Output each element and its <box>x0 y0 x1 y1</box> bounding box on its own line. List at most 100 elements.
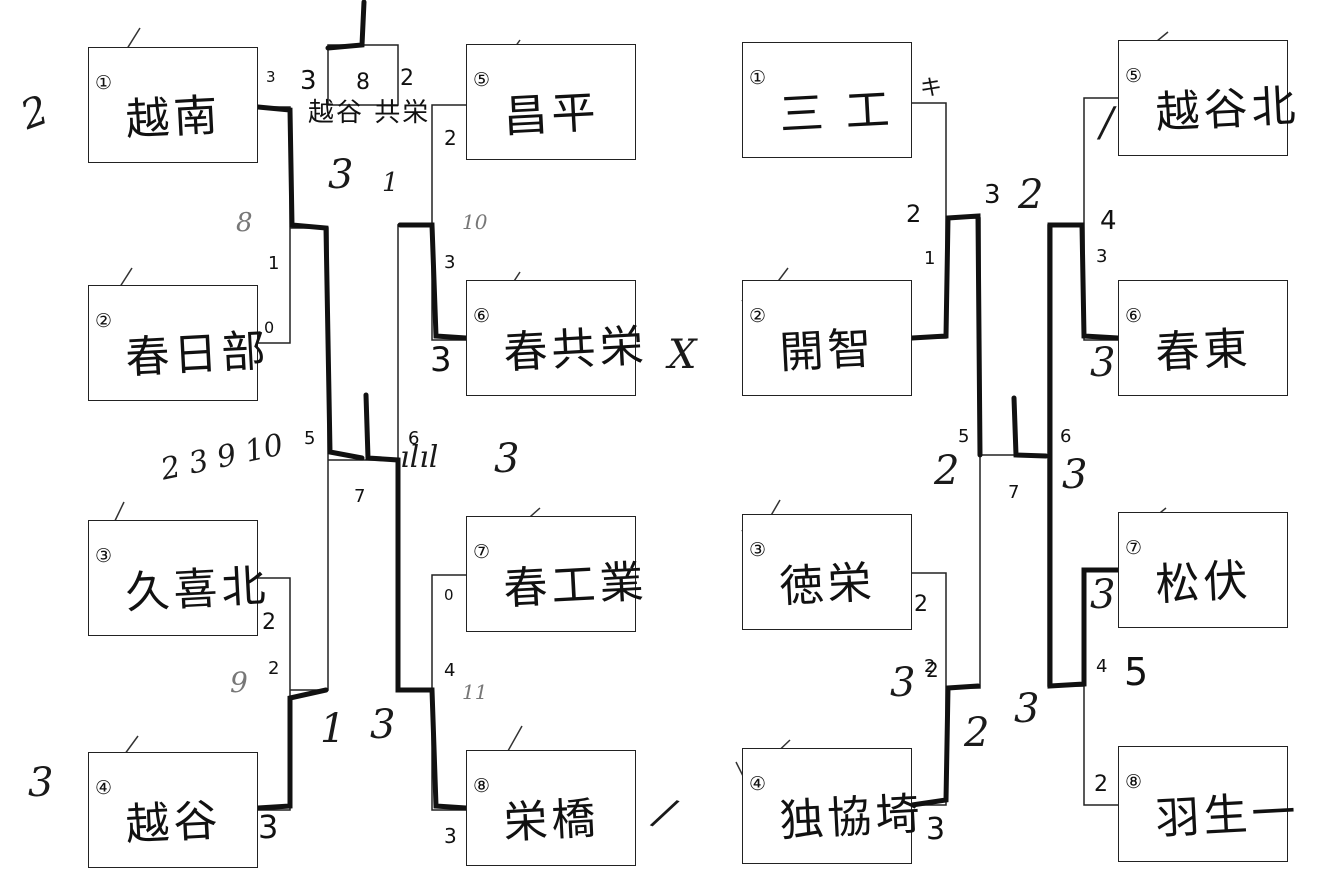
handwritten-mark: ılıl <box>400 440 439 475</box>
seed-number: ⑥ <box>1125 305 1143 327</box>
seed-number: ⑥ <box>473 305 491 327</box>
match-number: 7 <box>1008 482 1020 503</box>
seed-number: ⑧ <box>1125 771 1143 793</box>
match-number: 4 <box>1096 656 1108 677</box>
seed-number: ② <box>95 310 113 332</box>
score: 2 <box>914 592 928 617</box>
score: 3 <box>430 340 452 380</box>
team-box-right-4: ④ 独協埼 <box>742 748 925 864</box>
score: キ <box>920 76 943 101</box>
handwritten-mark: 3 <box>370 702 396 748</box>
match-number: 7 <box>354 486 366 507</box>
score: 0 <box>264 318 275 337</box>
handwritten-mark: 2 <box>934 448 960 494</box>
bracket-line <box>258 577 291 690</box>
handwritten-mark: 2 <box>1018 172 1044 218</box>
winner-path <box>397 222 469 341</box>
seed-number: ⑤ <box>473 69 491 91</box>
winner-path <box>255 104 365 461</box>
bracket-line <box>258 106 291 228</box>
score: 2 <box>444 126 457 150</box>
winner-path <box>325 0 367 51</box>
match-number: 4 <box>444 660 456 681</box>
bracket-line <box>1047 224 1084 455</box>
handwritten-mark: 10 <box>462 210 488 234</box>
team-box-right-5: ⑤ 越谷北 <box>1118 40 1301 156</box>
team-name: 越南 <box>124 90 223 147</box>
bracket-line <box>912 218 947 339</box>
bracket-line <box>1083 686 1118 806</box>
handwritten-mark: 3 <box>328 152 354 198</box>
bracket-line <box>258 690 291 811</box>
handwritten-mark: 2 <box>964 710 990 756</box>
bracket-line <box>290 460 329 691</box>
team-box-left-2: ② 春日部 <box>88 285 271 401</box>
winner-path <box>363 392 469 811</box>
team-name: 徳栄 <box>778 557 877 614</box>
bracket-line <box>1083 225 1118 341</box>
seed-number: ③ <box>95 545 113 567</box>
handwritten-mark: 9 <box>230 666 248 699</box>
team-name: 開智 <box>778 323 877 380</box>
team-box-right-7: ⑦ 松伏 <box>1118 512 1288 628</box>
seed-number: ③ <box>749 539 767 561</box>
bracket-line <box>912 102 947 218</box>
match-number: 5 <box>958 426 970 447</box>
handwritten-mark: 8 <box>236 208 253 238</box>
score: 3 <box>266 68 276 86</box>
seed-number: ② <box>749 305 767 327</box>
match-number: 2 <box>924 656 936 677</box>
score: 3 <box>926 812 946 847</box>
handwritten-mark: 1 <box>320 706 346 752</box>
score: 3 <box>984 180 1001 210</box>
match-number: 3 <box>1096 246 1108 267</box>
team-box-left-6: ⑥ 春共栄 <box>466 280 649 396</box>
team-box-right-1: ① 三 工 <box>742 42 912 158</box>
bracket-line <box>1083 97 1118 225</box>
team-name: 羽生一 <box>1154 786 1301 846</box>
seed-number: ⑦ <box>473 541 491 563</box>
team-name: 春共栄 <box>502 320 649 380</box>
handwritten-mark: 1 <box>382 168 399 198</box>
team-name: 越谷北 <box>1154 80 1301 140</box>
handwritten-mark: / <box>1100 100 1114 146</box>
match-number: 1 <box>924 248 936 269</box>
team-name: 昌平 <box>502 87 601 144</box>
score: 4 <box>1100 206 1117 236</box>
match-number: 6 <box>408 428 420 449</box>
team-name: 春日部 <box>124 325 271 385</box>
team-name: 春東 <box>1154 323 1253 380</box>
handwritten-mark: 11 <box>462 680 488 704</box>
handwritten-mark: 3 <box>28 760 54 806</box>
bracket-line <box>431 574 466 690</box>
team-box-right-3: ③ 徳栄 <box>742 514 912 630</box>
team-box-left-4: ④ 越谷 <box>88 752 258 868</box>
winner-path <box>1011 395 1049 459</box>
team-name: 三 工 <box>778 84 895 142</box>
handwritten-mark: 3 <box>890 660 916 706</box>
score: 2 <box>262 610 276 635</box>
team-box-right-2: ② 開智 <box>742 280 912 396</box>
match-number: 2 <box>268 658 280 679</box>
score: 2 <box>400 66 414 91</box>
seed-number: ④ <box>749 773 767 795</box>
bracket-line <box>431 104 466 225</box>
team-name: 越谷 <box>124 795 223 852</box>
team-name: 久喜北 <box>124 560 271 620</box>
score: 2 <box>1094 772 1108 797</box>
winner-path <box>909 213 983 458</box>
team-box-left-5: ⑤ 昌平 <box>466 44 636 160</box>
score: 2 <box>926 658 939 682</box>
bracket-line <box>912 572 947 688</box>
bracket-line <box>290 227 329 460</box>
seed-number: ① <box>95 72 113 94</box>
score: 2 <box>906 200 922 228</box>
seed-number: ⑧ <box>473 775 491 797</box>
handwritten-mark: 3 <box>1090 340 1116 386</box>
champion-name: 越谷 共栄 <box>308 98 431 128</box>
score: 3 <box>258 808 279 846</box>
handwritten-mark: X <box>668 332 697 378</box>
handwritten-mark: 3 <box>1090 572 1116 618</box>
handwritten-mark: 3 <box>494 436 520 482</box>
team-box-left-7: ⑦ 春工業 <box>466 516 649 632</box>
